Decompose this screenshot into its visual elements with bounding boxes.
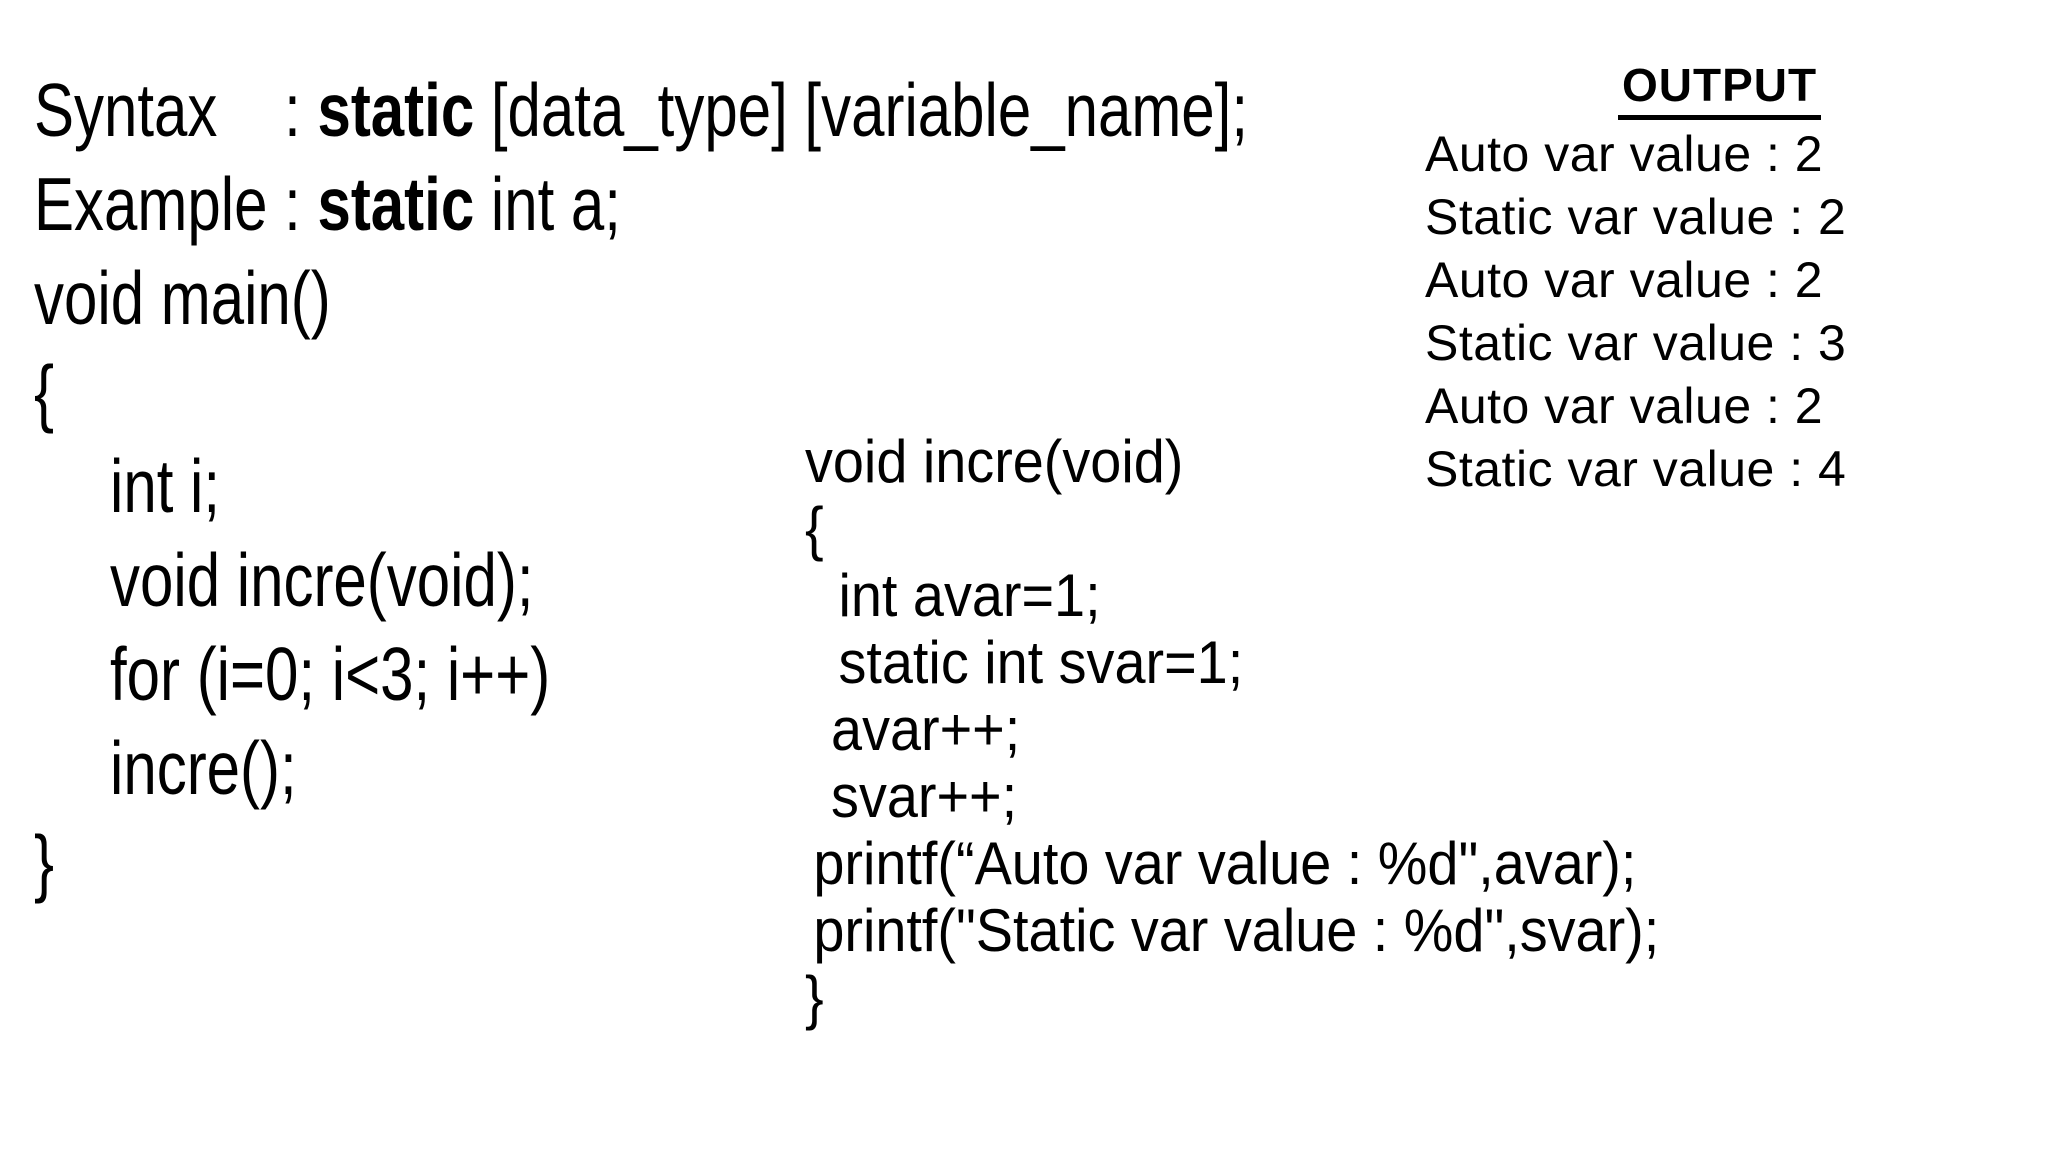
code-text: int i; [110,444,221,528]
code-line: void main() [34,251,1248,345]
code-line: { [805,495,1659,562]
code-line: int i; [34,439,1248,533]
code-text: } [805,964,824,1031]
code-line: svar++; [805,763,1659,830]
code-text: } [34,820,55,904]
code-line: printf("Static var value : %d",svar); [805,897,1659,964]
code-text: { [805,495,824,562]
main-code-block: Syntax : static [data_type] [variable_na… [34,63,1248,909]
code-text: void main() [34,256,331,340]
code-line: int avar=1; [805,562,1659,629]
output-line: Auto var value : 2 [1425,126,1824,182]
output-panel: Auto var value : 2 Static var value : 2 Au… [1425,123,1846,501]
code-text: int avar=1; [838,562,1101,629]
code-keyword: static [317,68,475,152]
code-line: void incre(void) [805,428,1659,495]
code-text: printf(“Auto var value : %d",avar); [813,830,1637,897]
code-line: static int svar=1; [805,629,1659,696]
code-line: } [805,964,1659,1031]
incre-function-code-block: void incre(void){int avar=1;static int s… [805,428,1659,1031]
code-text: static int svar=1; [838,629,1244,696]
code-line: } [34,815,1248,909]
code-line: printf(“Auto var value : %d",avar); [805,830,1659,897]
code-line: Syntax : static [data_type] [variable_na… [34,63,1248,157]
code-line: Example : static int a; [34,157,1248,251]
code-text: void incre(void) [805,428,1184,495]
code-keyword: static [317,162,475,246]
output-line: Auto var value : 2 [1425,252,1824,308]
output-line: Static var value : 3 [1425,315,1847,371]
output-line: Auto var value : 2 [1425,378,1824,434]
code-text: printf("Static var value : %d",svar); [813,897,1660,964]
code-text: void incre(void); [110,538,534,622]
code-text: avar++; [831,696,1021,763]
code-line: void incre(void); [34,533,1248,627]
code-line: incre(); [34,721,1248,815]
output-title: OUTPUT [1618,60,1822,120]
code-text: Syntax : [34,68,318,152]
code-text: Example : [34,162,318,246]
output-line: Static var value : 4 [1425,441,1847,497]
code-line: for (i=0; i<3; i++) [34,627,1248,721]
code-text: incre(); [110,726,297,810]
code-line: { [34,345,1248,439]
code-line: avar++; [805,696,1659,763]
code-text: { [34,350,55,434]
code-text: svar++; [831,763,1018,830]
code-text: int a; [474,162,621,246]
code-text: for (i=0; i<3; i++) [110,632,551,716]
code-text: [data_type] [variable_name]; [474,68,1249,152]
output-line: Static var value : 2 [1425,189,1847,245]
